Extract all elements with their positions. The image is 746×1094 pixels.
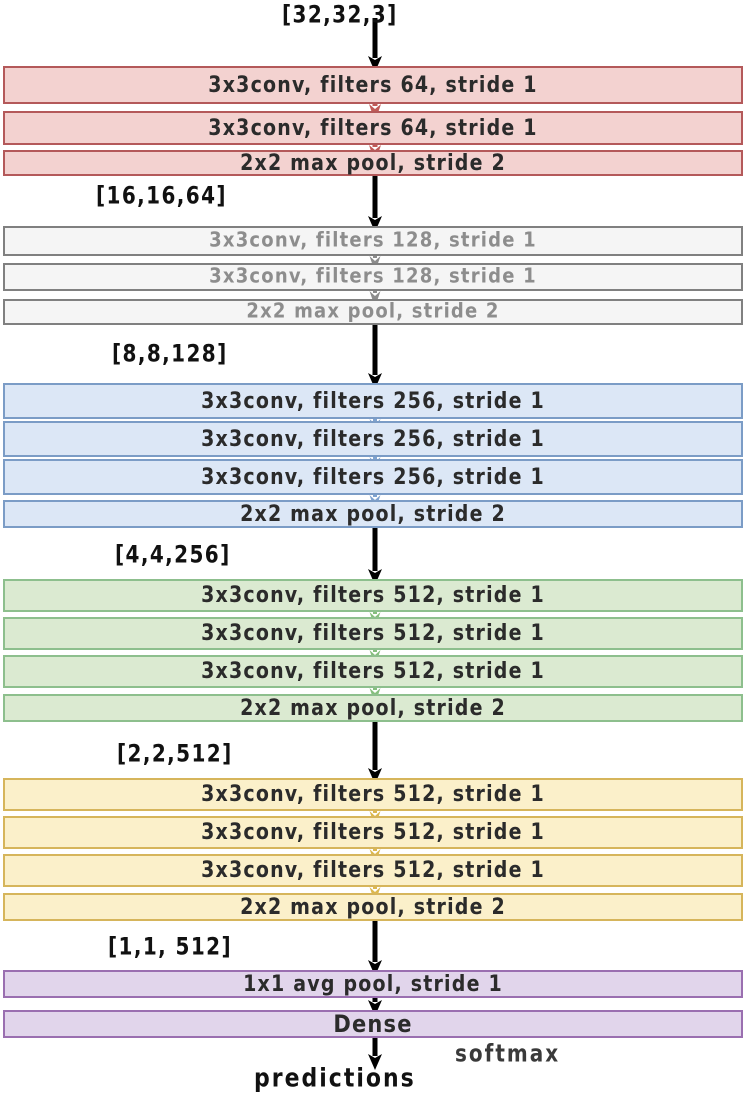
layer-box-label: 3x3conv, filters 256, stride 1 (201, 463, 545, 490)
predictions-label: predictions (254, 1064, 416, 1094)
layer-box-label: 3x3conv, filters 64, stride 1 (208, 114, 538, 141)
layer-box-label: 3x3conv, filters 256, stride 1 (201, 425, 545, 452)
layer-box-label: 3x3conv, filters 256, stride 1 (201, 387, 545, 414)
softmax-note: softmax (455, 1039, 561, 1068)
layer-box-r2[interactable]: 3x3conv, filters 64, stride 1 (3, 111, 743, 145)
shape-input: [32,32,3] (282, 0, 398, 29)
layer-box-b2[interactable]: 3x3conv, filters 256, stride 1 (3, 421, 743, 457)
layer-box-label: 2x2 max pool, stride 2 (240, 500, 506, 527)
layer-box-g1[interactable]: 3x3conv, filters 128, stride 1 (3, 226, 743, 256)
layer-box-n2[interactable]: 3x3conv, filters 512, stride 1 (3, 617, 743, 650)
shape-after-block1: [16,16,64] (96, 181, 227, 210)
layer-box-label: 1x1 avg pool, stride 1 (243, 970, 503, 997)
layer-box-b4[interactable]: 2x2 max pool, stride 2 (3, 500, 743, 528)
layer-box-y1[interactable]: 3x3conv, filters 512, stride 1 (3, 778, 743, 811)
shape-after-block2: [8,8,128] (112, 339, 228, 368)
layer-box-y4[interactable]: 2x2 max pool, stride 2 (3, 893, 743, 921)
layer-box-label: 3x3conv, filters 64, stride 1 (208, 71, 538, 98)
layer-box-label: 3x3conv, filters 512, stride 1 (201, 620, 545, 646)
layer-box-label: 3x3conv, filters 128, stride 1 (209, 264, 537, 289)
layer-box-r3[interactable]: 2x2 max pool, stride 2 (3, 150, 743, 176)
layer-box-n3[interactable]: 3x3conv, filters 512, stride 1 (3, 655, 743, 688)
layer-box-label: 3x3conv, filters 512, stride 1 (201, 819, 545, 845)
layer-box-label: 2x2 max pool, stride 2 (246, 299, 500, 324)
layer-box-g2[interactable]: 3x3conv, filters 128, stride 1 (3, 263, 743, 291)
layer-box-p1[interactable]: 1x1 avg pool, stride 1 (3, 970, 743, 998)
layer-box-y2[interactable]: 3x3conv, filters 512, stride 1 (3, 816, 743, 849)
layer-box-y3[interactable]: 3x3conv, filters 512, stride 1 (3, 854, 743, 887)
layer-box-label: 3x3conv, filters 512, stride 1 (201, 781, 545, 807)
layer-box-g3[interactable]: 2x2 max pool, stride 2 (3, 299, 743, 325)
layer-box-r1[interactable]: 3x3conv, filters 64, stride 1 (3, 66, 743, 104)
layer-box-label: 2x2 max pool, stride 2 (240, 694, 506, 721)
layer-box-label: 3x3conv, filters 128, stride 1 (209, 228, 537, 253)
layer-box-label: 3x3conv, filters 512, stride 1 (201, 658, 545, 684)
layer-box-label: 2x2 max pool, stride 2 (240, 149, 506, 176)
layer-box-p2[interactable]: Dense (3, 1010, 743, 1038)
layer-box-n4[interactable]: 2x2 max pool, stride 2 (3, 694, 743, 722)
shape-after-block3: [4,4,256] (115, 540, 231, 569)
layer-box-label: 3x3conv, filters 512, stride 1 (201, 857, 545, 883)
layer-box-b3[interactable]: 3x3conv, filters 256, stride 1 (3, 459, 743, 495)
layer-box-label: Dense (333, 1009, 413, 1038)
layer-box-label: 2x2 max pool, stride 2 (240, 893, 506, 920)
shape-after-block4: [2,2,512] (117, 739, 233, 768)
layer-box-label: 3x3conv, filters 512, stride 1 (201, 582, 545, 608)
shape-after-block5: [1,1, 512] (108, 932, 233, 961)
layer-box-n1[interactable]: 3x3conv, filters 512, stride 1 (3, 579, 743, 612)
layer-box-b1[interactable]: 3x3conv, filters 256, stride 1 (3, 383, 743, 419)
